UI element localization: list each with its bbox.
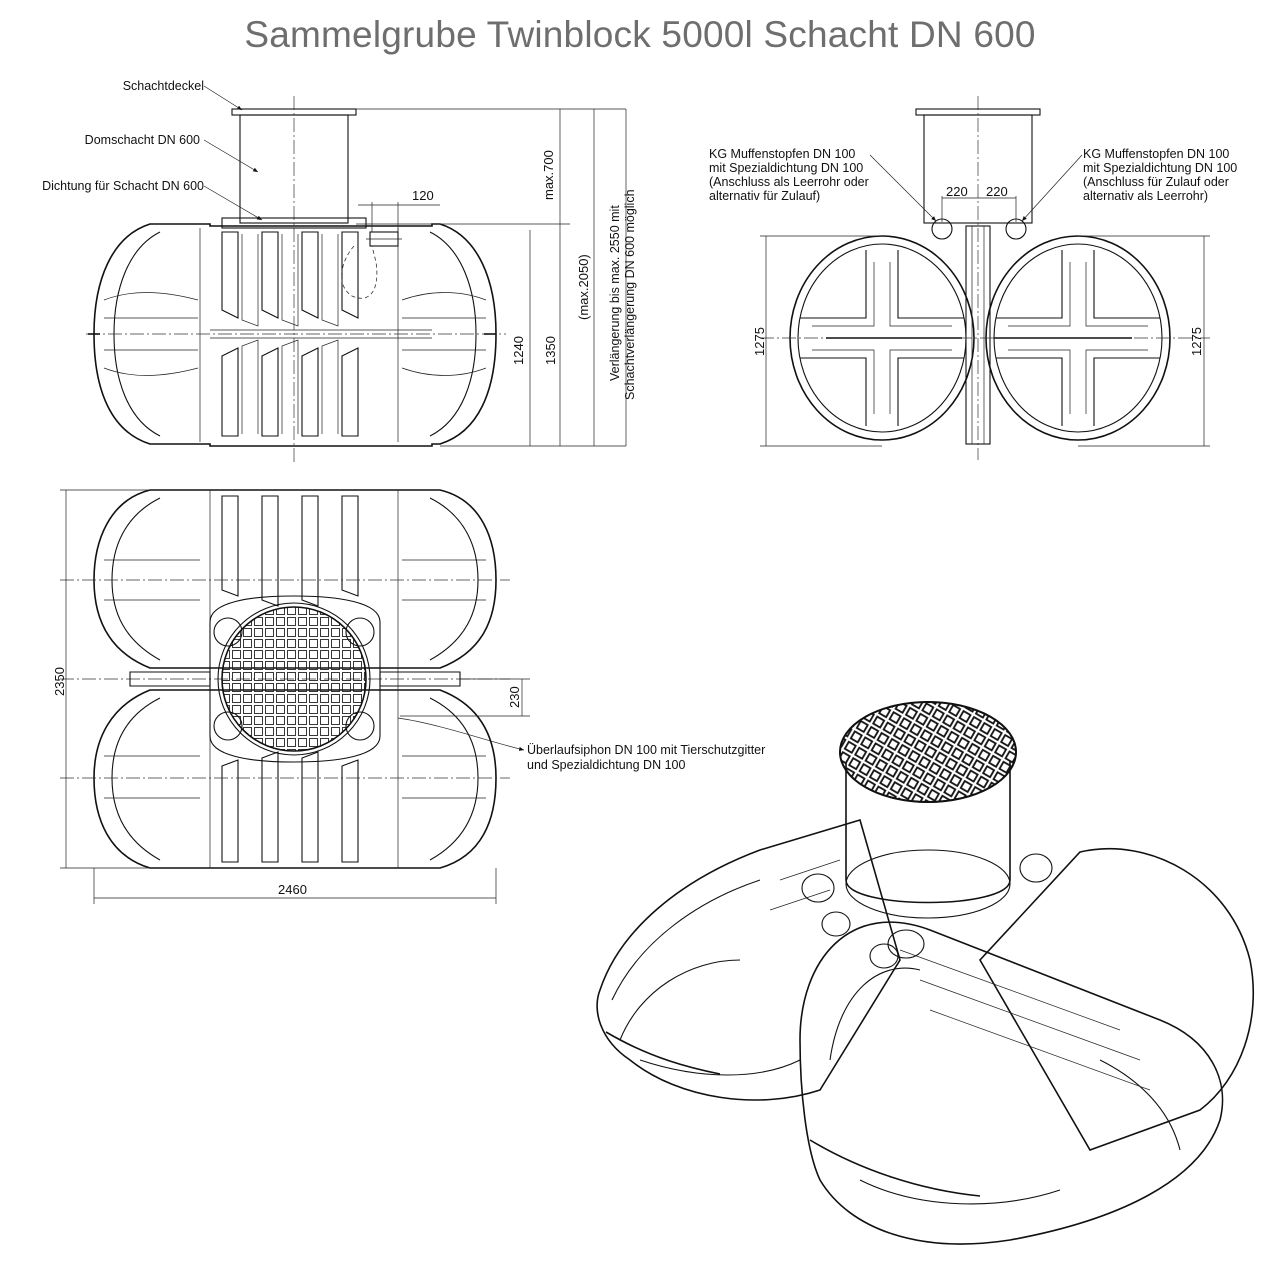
dim-height-1350: 1350 (543, 336, 558, 365)
dim-height-max: (max.2050) (576, 254, 591, 320)
label-schachtdeckel: Schachtdeckel (123, 79, 204, 93)
iso-right-cylinder (799, 921, 1224, 1245)
dim-height-1240: 1240 (511, 336, 526, 365)
dim-siphon-offset: 230 (507, 686, 522, 708)
stopper-tr-icon (345, 617, 375, 647)
dim-height-right: 1275 (1189, 327, 1204, 356)
label-domschacht: Domschacht DN 600 (85, 133, 200, 147)
siphon-note: Überlaufsiphon DN 100 mit Tierschutzgitt… (527, 743, 769, 772)
left-stopper-note: KG Muffenstopfen DN 100 mit Spezialdicht… (709, 147, 872, 203)
manhole-grate (221, 606, 367, 752)
stopper-bl-icon (213, 711, 243, 741)
dim-offset-left: 220 (946, 184, 968, 199)
tank-top-lobe-lower (93, 689, 497, 869)
page-title: Sammelgrube Twinblock 5000l Schacht DN 6… (244, 14, 1036, 55)
dim-width: 2460 (278, 882, 307, 897)
extension-note-line2: Schachtverlängerung DN 600 möglich (623, 189, 637, 400)
tank-top-lobe-upper (93, 489, 497, 669)
end-view: 220 220 KG Muffenstopfen DN 100 mit Spez… (709, 96, 1241, 460)
iso-left-cylinder (596, 819, 901, 1101)
stopper-tl-icon (213, 617, 243, 647)
dim-depth: 2350 (52, 667, 67, 696)
dim-offset-right: 220 (986, 184, 1008, 199)
tank-side-outline (93, 223, 497, 447)
iso-shaft (845, 754, 1011, 904)
dim-height-left: 1275 (752, 327, 767, 356)
side-view: Schachtdeckel Domschacht DN 600 Dichtung… (42, 79, 637, 462)
top-view: 2350 2460 230 Überlaufsiphon DN 100 mit … (52, 489, 769, 904)
dim-pipe-offset: 120 (412, 188, 434, 203)
stopper-br-icon (345, 711, 375, 741)
label-dichtung: Dichtung für Schacht DN 600 (42, 179, 204, 193)
isometric-view (596, 701, 1254, 1245)
dim-shaft-height: max.700 (541, 150, 556, 200)
extension-note-line1: Verlängerung bis max. 2550 mit (608, 205, 622, 381)
right-stopper-note: KG Muffenstopfen DN 100 mit Spezialdicht… (1083, 147, 1241, 203)
